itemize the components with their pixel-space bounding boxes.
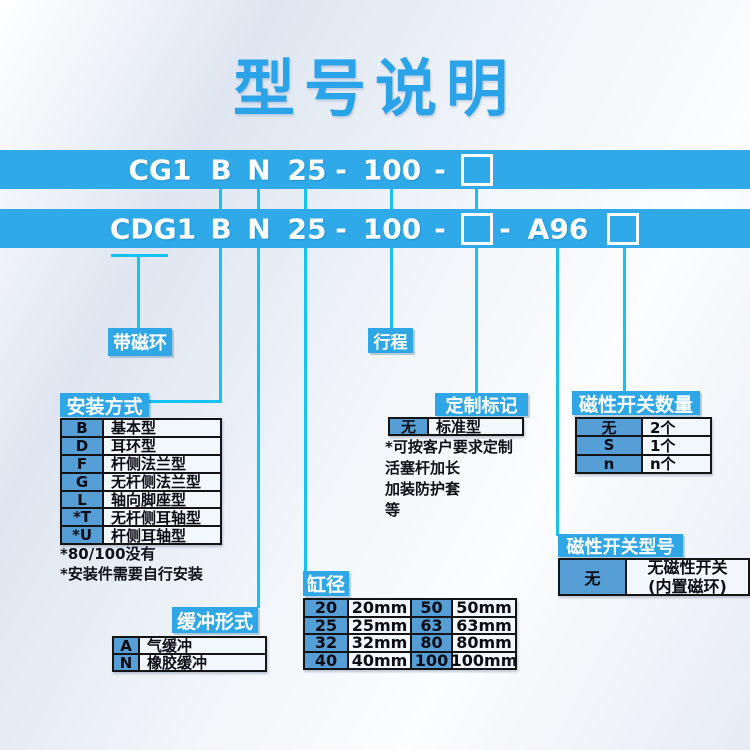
desc-cell: 无磁性开关(内置磁环) <box>627 560 748 594</box>
desc-cell: 无杆侧法兰型 <box>104 473 220 490</box>
page-title: 型号说明 <box>232 52 517 125</box>
model-code-segment: 100 <box>362 153 422 186</box>
model-code-segment: N <box>247 212 271 245</box>
desc-cell: 100mm <box>453 652 515 668</box>
connector-line <box>390 189 393 209</box>
desc-cell: 基本型 <box>104 420 220 436</box>
mounting-header: 安装方式 <box>60 393 149 418</box>
custom-mark-notes: *可按客户要求定制 活塞杆加长 加装防护套 等 <box>385 438 513 519</box>
code-cell: 无 <box>390 419 427 434</box>
model-code-segment: - <box>499 212 511 245</box>
code-cell: 无 <box>577 419 641 436</box>
model-code-segment: - <box>434 153 446 186</box>
code-cell: 63 <box>412 617 451 633</box>
bore-header: 缸径 <box>303 571 349 596</box>
desc-cell: 杆侧耳轴型 <box>104 527 220 544</box>
desc-cell: 耳环型 <box>104 437 220 454</box>
custom-mark-table: 无标准型 <box>388 417 524 436</box>
connector-switch-model <box>556 248 559 536</box>
connector-stroke <box>390 248 393 329</box>
magnetic-ring-label: 带磁环 <box>108 328 172 356</box>
desc-cell: 2个 <box>643 419 710 436</box>
model-code-segment: - <box>434 212 446 245</box>
model-code-segment: A96 <box>527 212 589 245</box>
desc-cell: 杆侧法兰型 <box>104 455 220 472</box>
connector-line <box>257 189 260 209</box>
desc-cell: 80mm <box>453 635 515 651</box>
connector-mounting-horizontal <box>148 400 222 403</box>
switch-qty-header: 磁性开关数量 <box>572 391 700 416</box>
desc-cell: 25mm <box>349 617 410 633</box>
connector-bore <box>304 248 307 572</box>
code-cell: 40 <box>305 652 347 668</box>
model-code-segment: 25 <box>287 212 327 245</box>
custom-mark-header: 定制标记 <box>435 393 528 417</box>
model-code-segment: - <box>335 212 347 245</box>
connector-line <box>475 189 478 209</box>
code-cell: *T <box>62 509 102 526</box>
mounting-notes: *80/100没有 *安装件需要自行安装 <box>60 545 203 583</box>
model-code-segment: 100 <box>362 212 422 245</box>
connector-mounting <box>219 248 222 403</box>
switch-model-table: 无无磁性开关(内置磁环) <box>558 558 750 596</box>
code-cell: S <box>577 437 641 454</box>
code-cell: F <box>62 455 102 472</box>
desc-cell: 气缓冲 <box>140 638 265 653</box>
code-cell: 25 <box>305 617 347 633</box>
connector-magnetic-ring <box>137 256 140 328</box>
desc-cell: 50mm <box>453 600 515 616</box>
switch-model-header: 磁性开关型号 <box>558 534 683 558</box>
code-cell: 100 <box>412 652 451 668</box>
desc-cell: 63mm <box>453 617 515 633</box>
code-cell: N <box>114 655 138 670</box>
model-code-segment: - <box>335 153 347 186</box>
model-code-segment: B <box>210 153 232 186</box>
desc-cell: 40mm <box>349 652 410 668</box>
code-cell: 无 <box>560 560 625 594</box>
desc-cell: n个 <box>643 455 710 472</box>
desc-cell: 20mm <box>349 600 410 616</box>
stroke-label: 行程 <box>368 328 413 353</box>
model-code-segment: CDG1 <box>109 212 197 245</box>
code-cell: n <box>577 455 641 472</box>
placeholder-box <box>461 153 493 186</box>
desc-cell: 橡胶缓冲 <box>140 655 265 670</box>
code-cell: L <box>62 491 102 508</box>
code-cell: 32 <box>305 635 347 651</box>
connector-custom-mark <box>475 248 478 394</box>
code-cell: D <box>62 437 102 454</box>
model-code-segment: N <box>247 153 271 186</box>
code-cell: B <box>62 420 102 436</box>
code-cell: *U <box>62 527 102 544</box>
connector-line <box>304 189 307 209</box>
model-code-segment: B <box>210 212 232 245</box>
connector-cushion <box>257 248 260 608</box>
model-code-segment: 25 <box>287 153 327 186</box>
cushion-header: 缓冲形式 <box>172 607 258 633</box>
desc-cell: 标准型 <box>429 419 522 434</box>
desc-cell: 无杆侧耳轴型 <box>104 509 220 526</box>
code-cell: A <box>114 638 138 653</box>
cdg1-underline <box>111 254 168 257</box>
desc-cell: 32mm <box>349 635 410 651</box>
model-code-segment: CG1 <box>128 153 192 186</box>
connector-line <box>219 189 222 209</box>
desc-cell: 1个 <box>643 437 710 454</box>
placeholder-box <box>461 212 493 245</box>
code-cell: 80 <box>412 635 451 651</box>
placeholder-box <box>607 212 639 245</box>
desc-cell: 轴向脚座型 <box>104 491 220 508</box>
code-cell: 20 <box>305 600 347 616</box>
code-cell: 50 <box>412 600 451 616</box>
connector-switch-qty <box>623 248 626 392</box>
code-cell: G <box>62 473 102 490</box>
